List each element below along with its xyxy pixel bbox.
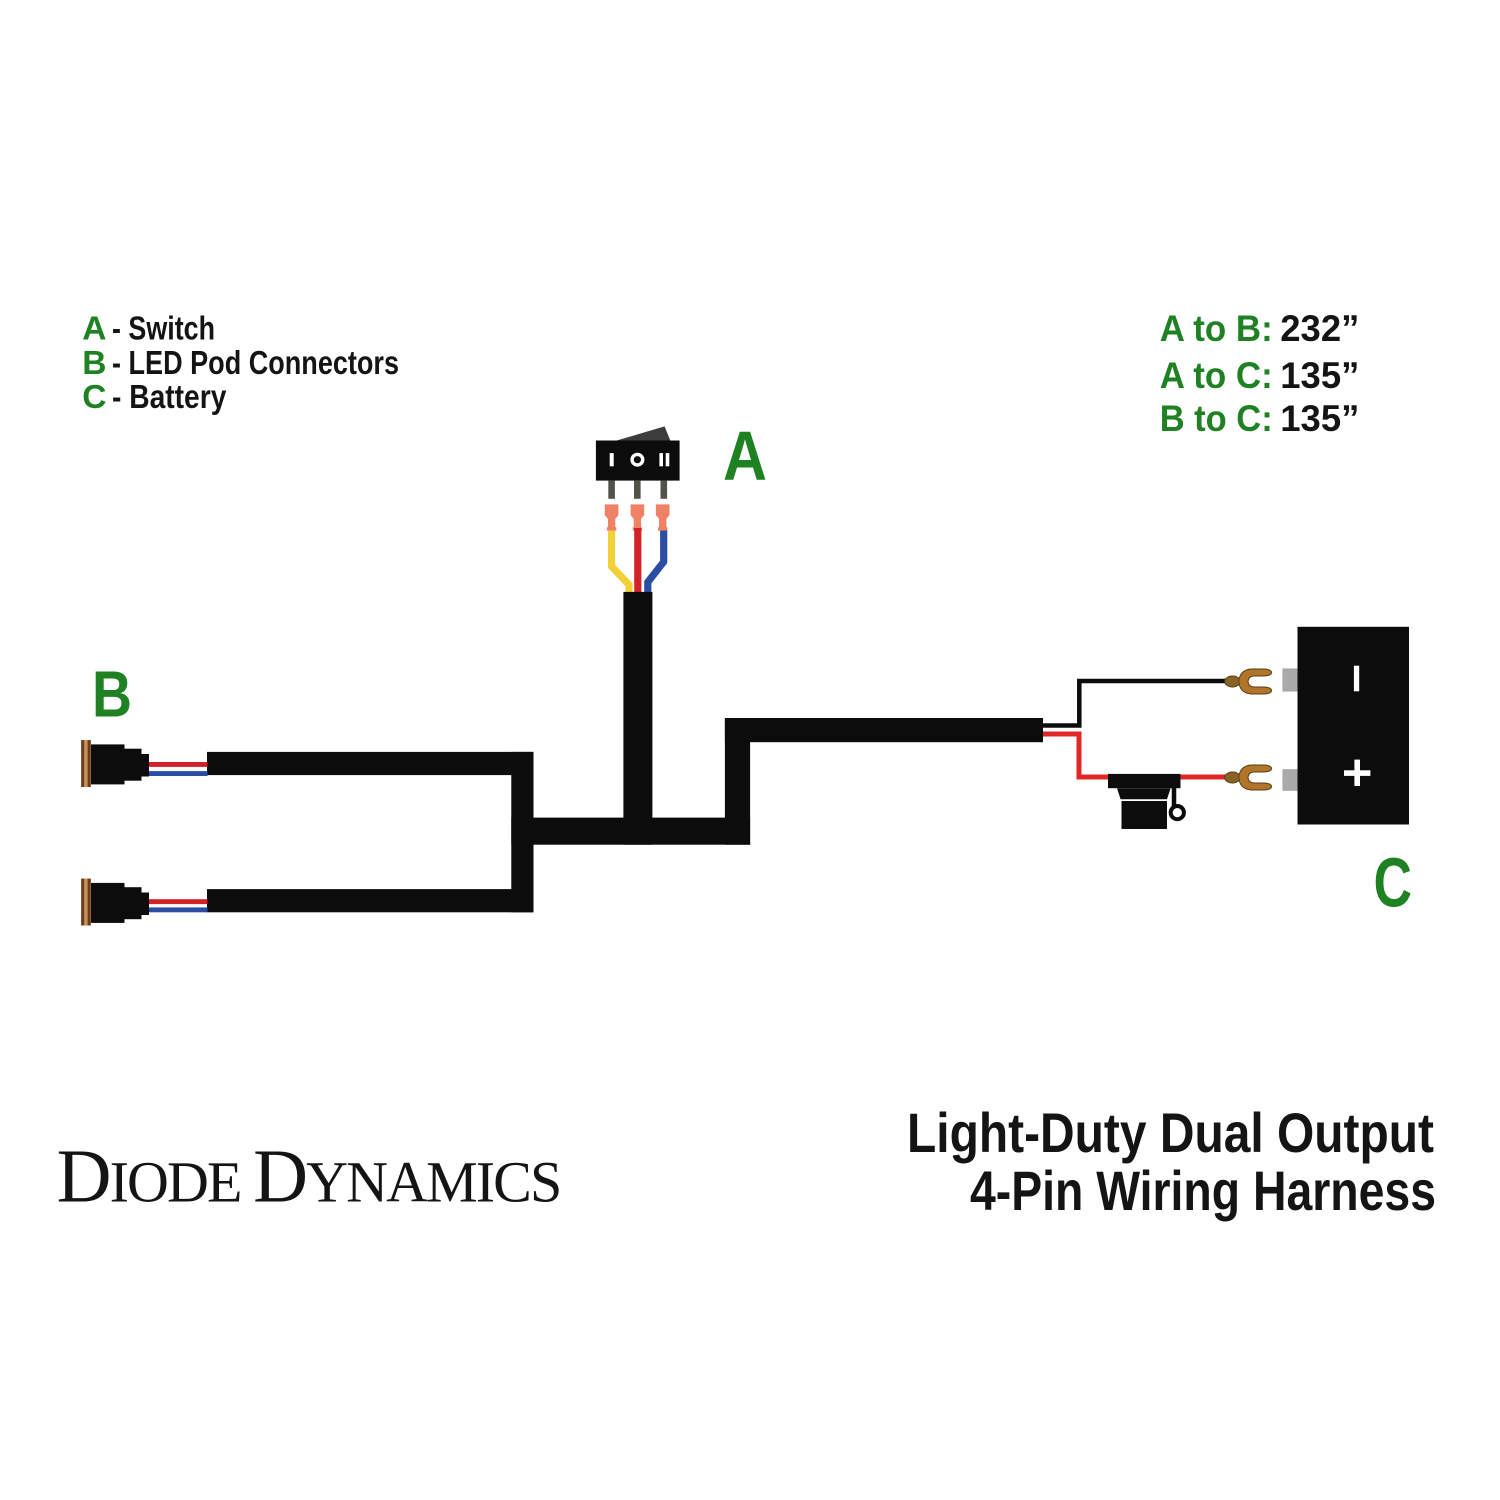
svg-text:B: B bbox=[92, 658, 132, 731]
svg-text:DIODE DYNAMICS: DIODE DYNAMICS bbox=[57, 1135, 561, 1219]
svg-text:135”: 135” bbox=[1280, 355, 1359, 396]
svg-text:A: A bbox=[723, 417, 767, 495]
svg-text:- Battery: - Battery bbox=[112, 379, 227, 416]
svg-text:- LED Pod Connectors: - LED Pod Connectors bbox=[112, 345, 399, 382]
svg-text:Light-Duty Dual Output: Light-Duty Dual Output bbox=[907, 1101, 1434, 1164]
svg-text:A: A bbox=[82, 311, 106, 348]
svg-text:A to B:: A to B: bbox=[1160, 308, 1273, 349]
svg-text:B: B bbox=[82, 345, 106, 382]
svg-text:135”: 135” bbox=[1280, 398, 1359, 439]
svg-text:4-Pin Wiring Harness: 4-Pin Wiring Harness bbox=[970, 1159, 1436, 1222]
svg-text:C: C bbox=[82, 379, 106, 416]
svg-text:B to C:: B to C: bbox=[1160, 398, 1273, 439]
svg-text:232”: 232” bbox=[1280, 308, 1359, 349]
svg-text:A to C:: A to C: bbox=[1160, 355, 1273, 396]
svg-text:C: C bbox=[1374, 844, 1413, 922]
svg-text:- Switch: - Switch bbox=[112, 311, 215, 348]
